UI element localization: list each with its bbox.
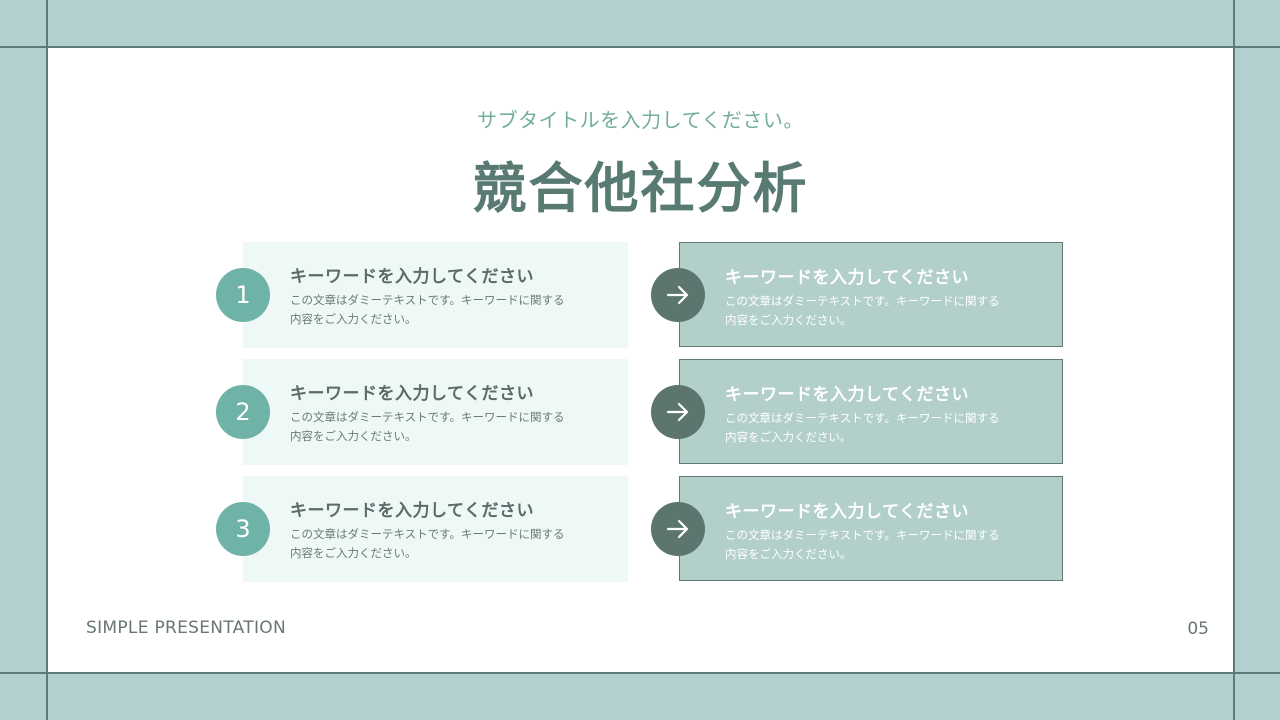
right-item-heading: キーワードを入力してください bbox=[725, 502, 969, 522]
page-number: 05 bbox=[1187, 619, 1209, 639]
left-item-heading: キーワードを入力してください bbox=[290, 384, 534, 404]
arrow-right-icon bbox=[651, 268, 705, 322]
right-item-heading: キーワードを入力してください bbox=[725, 385, 969, 405]
frame-line-bottom bbox=[0, 672, 1280, 674]
slide-subtitle: サブタイトルを入力してください。 bbox=[477, 108, 804, 132]
arrow-right-icon bbox=[651, 385, 705, 439]
left-item-box-2: キーワードを入力してください この文章はダミーテキストです。キーワードに関する … bbox=[243, 359, 628, 465]
slide-canvas: サブタイトルを入力してください。 競合他社分析 キーワードを入力してください こ… bbox=[48, 48, 1233, 672]
frame-line-right bbox=[1233, 0, 1235, 720]
frame-line-left bbox=[46, 0, 48, 720]
number-badge-3: 3 bbox=[216, 502, 270, 556]
right-item-body: この文章はダミーテキストです。キーワードに関する 内容をご入力ください。 bbox=[725, 294, 1000, 327]
frame-line-top bbox=[0, 46, 1280, 48]
number-badge-1: 1 bbox=[216, 268, 270, 322]
number-badge-2: 2 bbox=[216, 385, 270, 439]
left-item-heading: キーワードを入力してください bbox=[290, 501, 534, 521]
right-item-heading: キーワードを入力してください bbox=[725, 268, 969, 288]
right-item-box-2: キーワードを入力してください この文章はダミーテキストです。キーワードに関する … bbox=[679, 359, 1063, 464]
footer-label: SIMPLE PRESENTATION bbox=[86, 618, 286, 638]
right-item-box-3: キーワードを入力してください この文章はダミーテキストです。キーワードに関する … bbox=[679, 476, 1063, 581]
right-item-box-1: キーワードを入力してください この文章はダミーテキストです。キーワードに関する … bbox=[679, 242, 1063, 347]
right-item-body: この文章はダミーテキストです。キーワードに関する 内容をご入力ください。 bbox=[725, 528, 1000, 561]
left-item-body: この文章はダミーテキストです。キーワードに関する 内容をご入力ください。 bbox=[290, 527, 565, 560]
left-item-body: この文章はダミーテキストです。キーワードに関する 内容をご入力ください。 bbox=[290, 293, 565, 326]
left-item-heading: キーワードを入力してください bbox=[290, 267, 534, 287]
right-item-body: この文章はダミーテキストです。キーワードに関する 内容をご入力ください。 bbox=[725, 411, 1000, 444]
slide-title: 競合他社分析 bbox=[472, 157, 809, 220]
left-item-box-1: キーワードを入力してください この文章はダミーテキストです。キーワードに関する … bbox=[243, 242, 628, 348]
left-item-body: この文章はダミーテキストです。キーワードに関する 内容をご入力ください。 bbox=[290, 410, 565, 443]
left-item-box-3: キーワードを入力してください この文章はダミーテキストです。キーワードに関する … bbox=[243, 476, 628, 582]
arrow-right-icon bbox=[651, 502, 705, 556]
